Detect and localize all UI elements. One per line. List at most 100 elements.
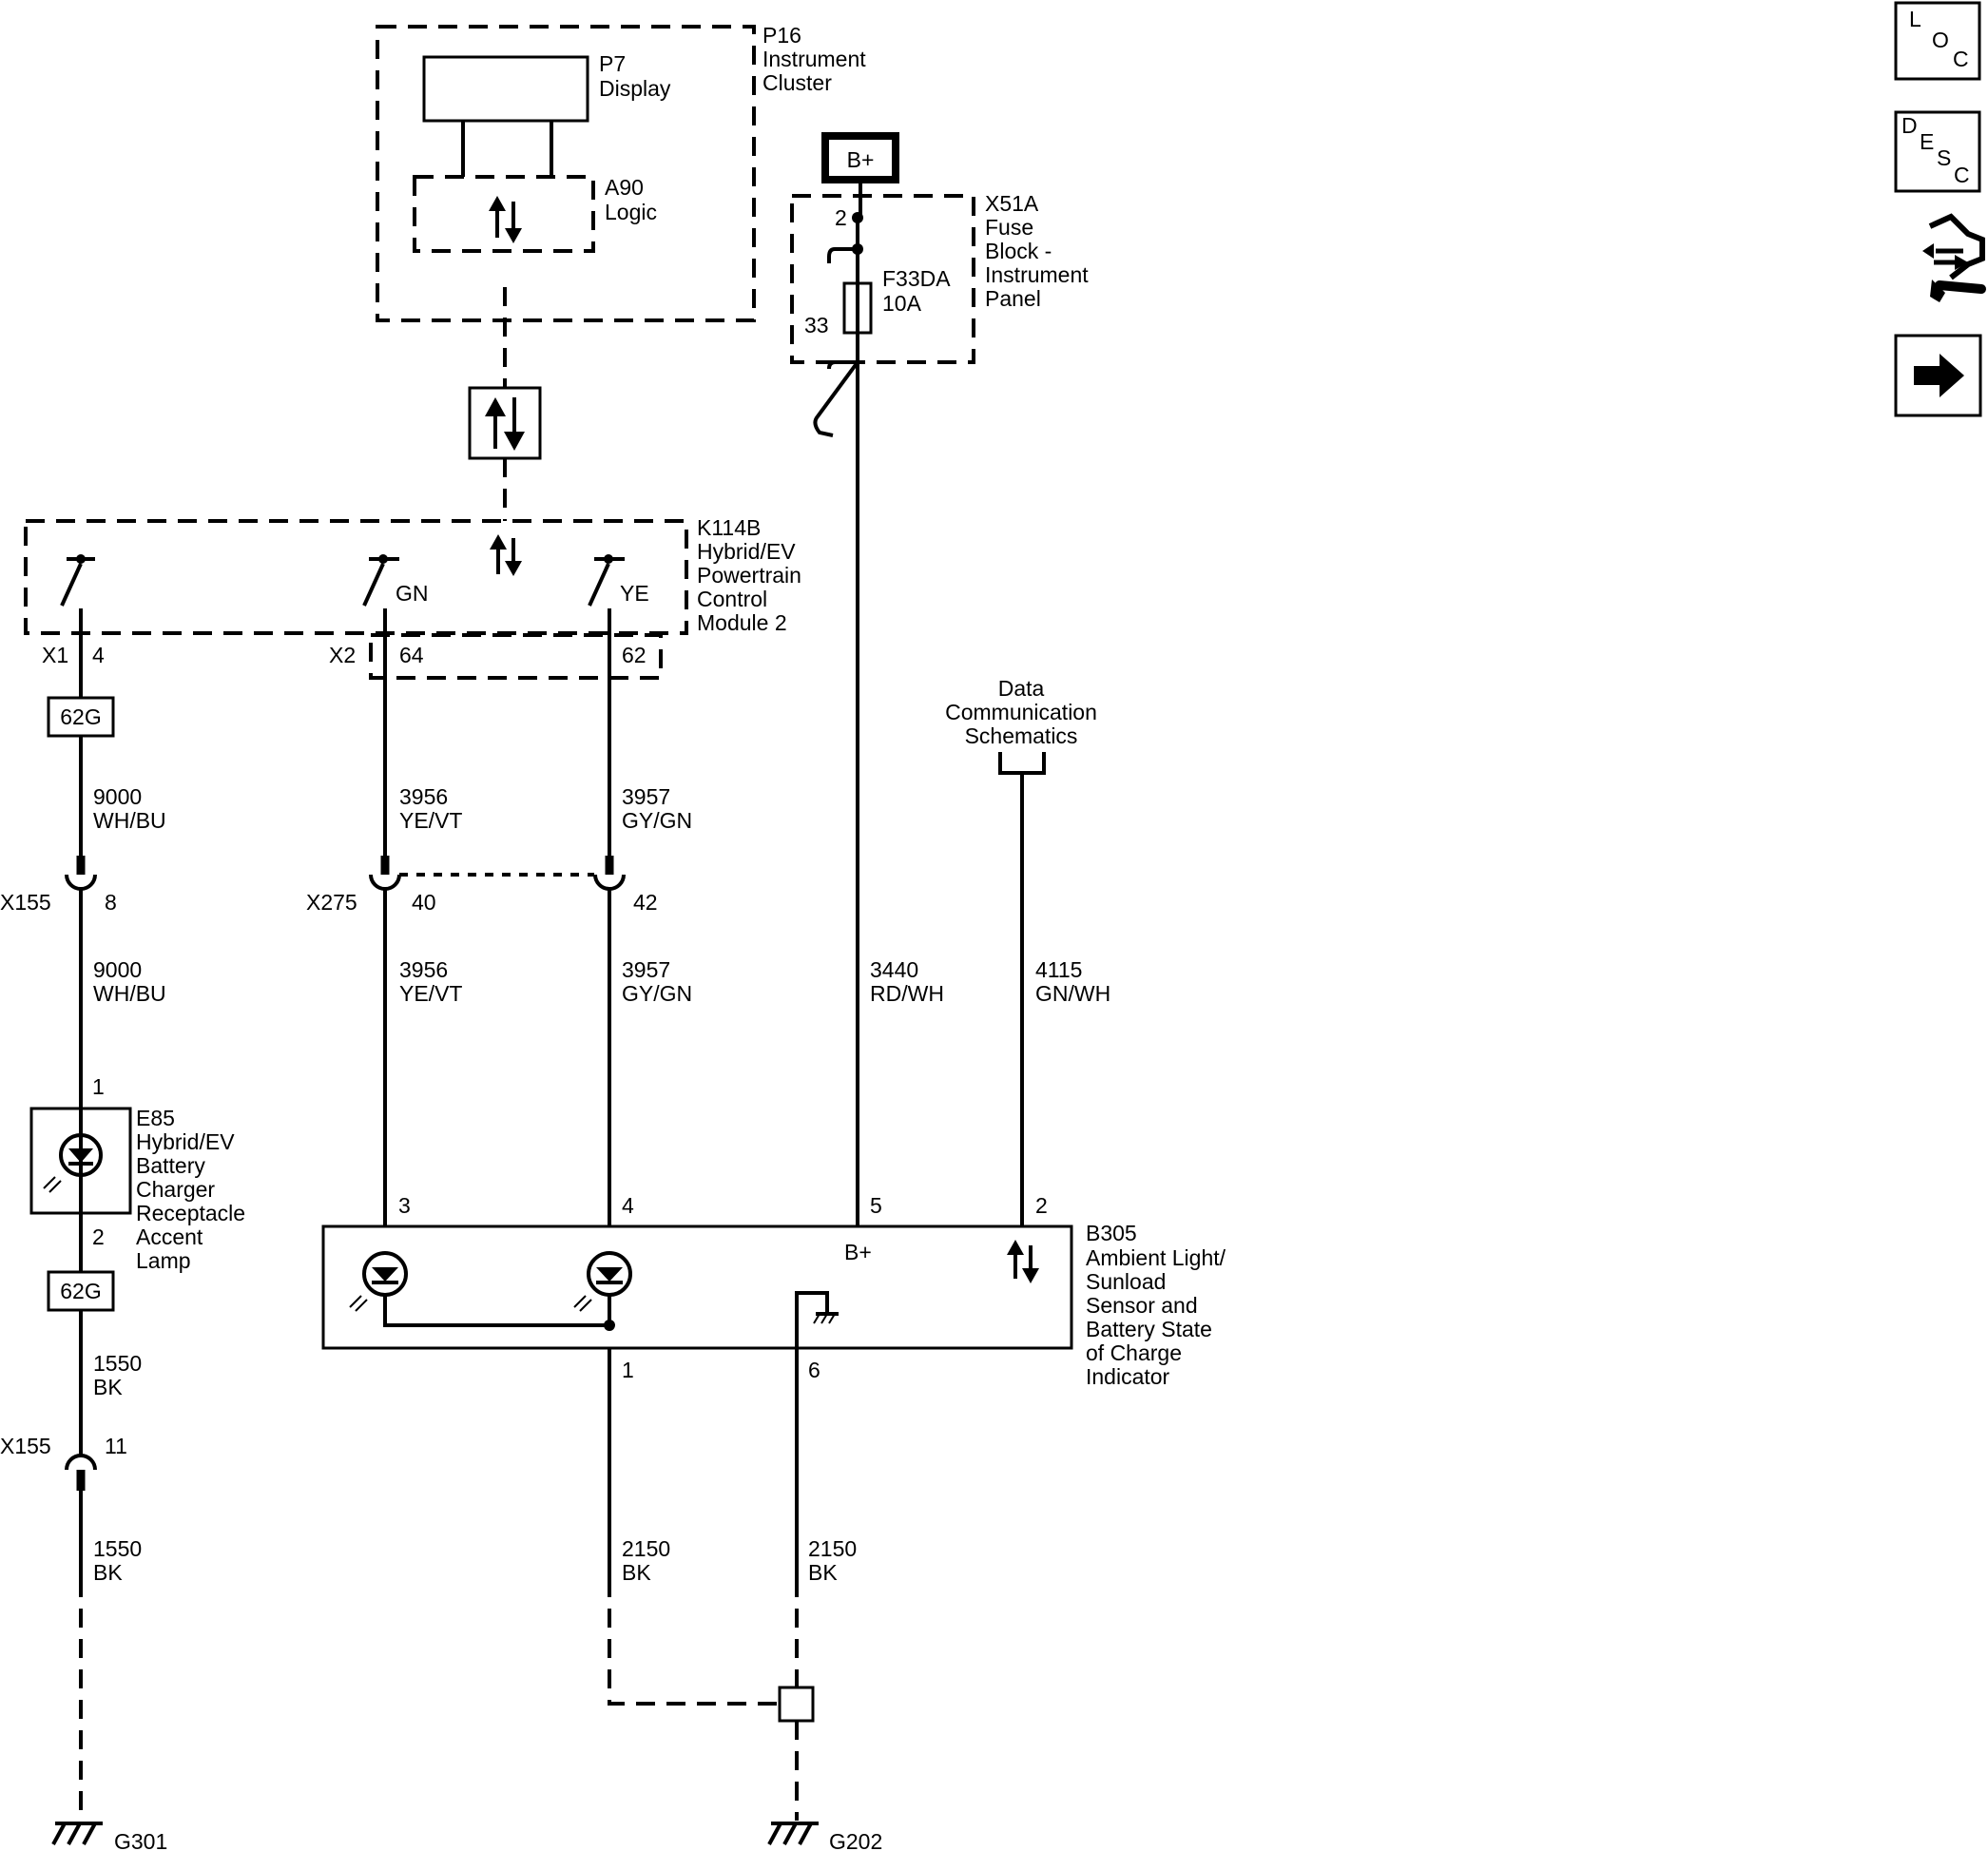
- w2150b-color: BK: [808, 1560, 838, 1585]
- desc-letter-3: S: [1937, 145, 1951, 170]
- b305-line4: Battery State: [1086, 1317, 1212, 1341]
- b305-line1: Ambient Light/: [1086, 1245, 1226, 1270]
- w1550a-color: BK: [93, 1375, 123, 1399]
- w3956a-circuit: 3956: [399, 784, 448, 809]
- k114b-module: K114B Hybrid/EV Powertrain Control Modul…: [24, 515, 801, 635]
- w3957a-color: GY/GN: [622, 808, 692, 833]
- splice-pack: [778, 1686, 815, 1723]
- chassis-ground-icon: [795, 1291, 839, 1348]
- p16-instrument-cluster: P16 Instrument Cluster P7 Display A90 Lo…: [376, 23, 866, 322]
- b305-line6: Indicator: [1086, 1364, 1170, 1389]
- x155-connector-pin11: [65, 1454, 97, 1491]
- led-left-icon: [349, 1251, 408, 1312]
- switch-ye-label: YE: [620, 581, 649, 606]
- fuse-id: F33DA: [882, 266, 951, 291]
- desc-button[interactable]: D E S C: [1894, 110, 1981, 193]
- x275-name: X275: [306, 890, 357, 915]
- b305-bplus: B+: [844, 1240, 872, 1264]
- bidirectional-arrows-icon: [1007, 1240, 1039, 1283]
- x2-pin-b: 62: [622, 643, 647, 667]
- p7-display: P7 Display: [422, 51, 671, 123]
- g301-label: G301: [114, 1829, 167, 1851]
- desc-letter-1: D: [1901, 113, 1918, 138]
- switch-gn-label: GN: [396, 581, 429, 606]
- badge-62g-top-label: 62G: [60, 704, 101, 729]
- x275-pin-b: 42: [633, 890, 658, 915]
- switch-ye: YE: [588, 554, 649, 607]
- ground-g301-icon: [51, 1822, 103, 1845]
- w3440-circuit: 3440: [870, 957, 918, 982]
- x275-pin-a: 40: [412, 890, 436, 915]
- bidirectional-arrows-icon: [490, 534, 522, 576]
- x51a-line3: Instrument: [985, 262, 1089, 287]
- data-communication-link: Data Communication Schematics: [945, 676, 1097, 775]
- a90-line1: Logic: [605, 200, 657, 224]
- fuse-pin-bottom: 33: [804, 313, 829, 337]
- b305-pin1: 1: [622, 1358, 634, 1382]
- ground-g202-icon: [767, 1822, 819, 1845]
- badge-62g-bottom: 62G: [47, 1270, 115, 1312]
- fuse-f33da: F33DA 10A: [842, 249, 951, 335]
- b305-pin6: 6: [808, 1358, 820, 1382]
- w1550b-color: BK: [93, 1560, 123, 1585]
- p16-line2: Cluster: [762, 70, 832, 95]
- b305-line2: Sunload: [1086, 1269, 1166, 1294]
- b305-pin3: 3: [398, 1193, 411, 1218]
- desc-letter-4: C: [1954, 163, 1970, 187]
- data-comm-line3: Schematics: [965, 723, 1078, 748]
- x2-connector-outline: [369, 633, 663, 680]
- a90-id: A90: [605, 175, 644, 200]
- w3957b-circuit: 3957: [622, 957, 670, 982]
- loc-button[interactable]: L O C: [1894, 1, 1981, 81]
- switch-gn: GN: [362, 554, 429, 607]
- a90-logic: A90 Logic: [413, 175, 657, 253]
- fuse-pin-top: 2: [835, 205, 847, 230]
- w3440-color: RD/WH: [870, 981, 944, 1006]
- next-page-button[interactable]: [1894, 334, 1982, 417]
- e85-accent-lamp: E85 Hybrid/EV Battery Charger Receptacle…: [29, 1106, 245, 1273]
- w3956b-color: YE/VT: [399, 981, 462, 1006]
- b305-pin5: 5: [870, 1193, 882, 1218]
- badge-62g-top: 62G: [47, 696, 115, 738]
- b305-id: B305: [1086, 1221, 1137, 1245]
- e85-line2: Battery: [136, 1153, 205, 1178]
- x51a-line2: Block -: [985, 239, 1052, 263]
- w1550b-circuit: 1550: [93, 1536, 142, 1561]
- b305-line5: of Charge: [1086, 1340, 1182, 1365]
- p16-id: P16: [762, 23, 801, 48]
- k114b-line2: Powertrain: [697, 563, 801, 588]
- k114b-line4: Module 2: [697, 610, 787, 635]
- p7-line1: Display: [599, 76, 671, 101]
- w3956a-color: YE/VT: [399, 808, 462, 833]
- data-comm-line1: Data: [998, 676, 1045, 701]
- w3957a-circuit: 3957: [622, 784, 670, 809]
- e85-line6: Lamp: [136, 1248, 191, 1273]
- x51a-fuse-block: X51A Fuse Block - Instrument Panel: [790, 191, 1089, 364]
- e85-pin-top: 1: [92, 1074, 105, 1099]
- k114b-id: K114B: [697, 515, 761, 540]
- w3956b-circuit: 3956: [399, 957, 448, 982]
- w9000b-color: WH/BU: [93, 981, 166, 1006]
- connector-wrench-icon[interactable]: [1922, 213, 1986, 302]
- b305-line3: Sensor and: [1086, 1293, 1198, 1318]
- b305-pin2: 2: [1035, 1193, 1048, 1218]
- x1-name: X1: [42, 643, 68, 667]
- w9000a-circuit: 9000: [93, 784, 142, 809]
- desc-letter-2: E: [1920, 129, 1934, 154]
- b305-pin4: 4: [622, 1193, 634, 1218]
- k114b-line3: Control: [697, 587, 767, 611]
- fuse-rating: 10A: [882, 291, 922, 316]
- x2-pin-a: 64: [399, 643, 424, 667]
- x155-connector-pin8: [65, 856, 97, 891]
- g202-label: G202: [829, 1829, 882, 1851]
- e85-id: E85: [136, 1106, 175, 1130]
- p7-id: P7: [599, 51, 626, 76]
- x155b-name: X155: [0, 1434, 51, 1458]
- battery-label: B+: [847, 147, 875, 172]
- bidirectional-arrows-icon: [489, 196, 522, 243]
- e85-pin-bottom: 2: [92, 1224, 105, 1249]
- x51a-line1: Fuse: [985, 215, 1033, 240]
- w4115-color: GN/WH: [1035, 981, 1110, 1006]
- light-emission-icon: [43, 1176, 62, 1193]
